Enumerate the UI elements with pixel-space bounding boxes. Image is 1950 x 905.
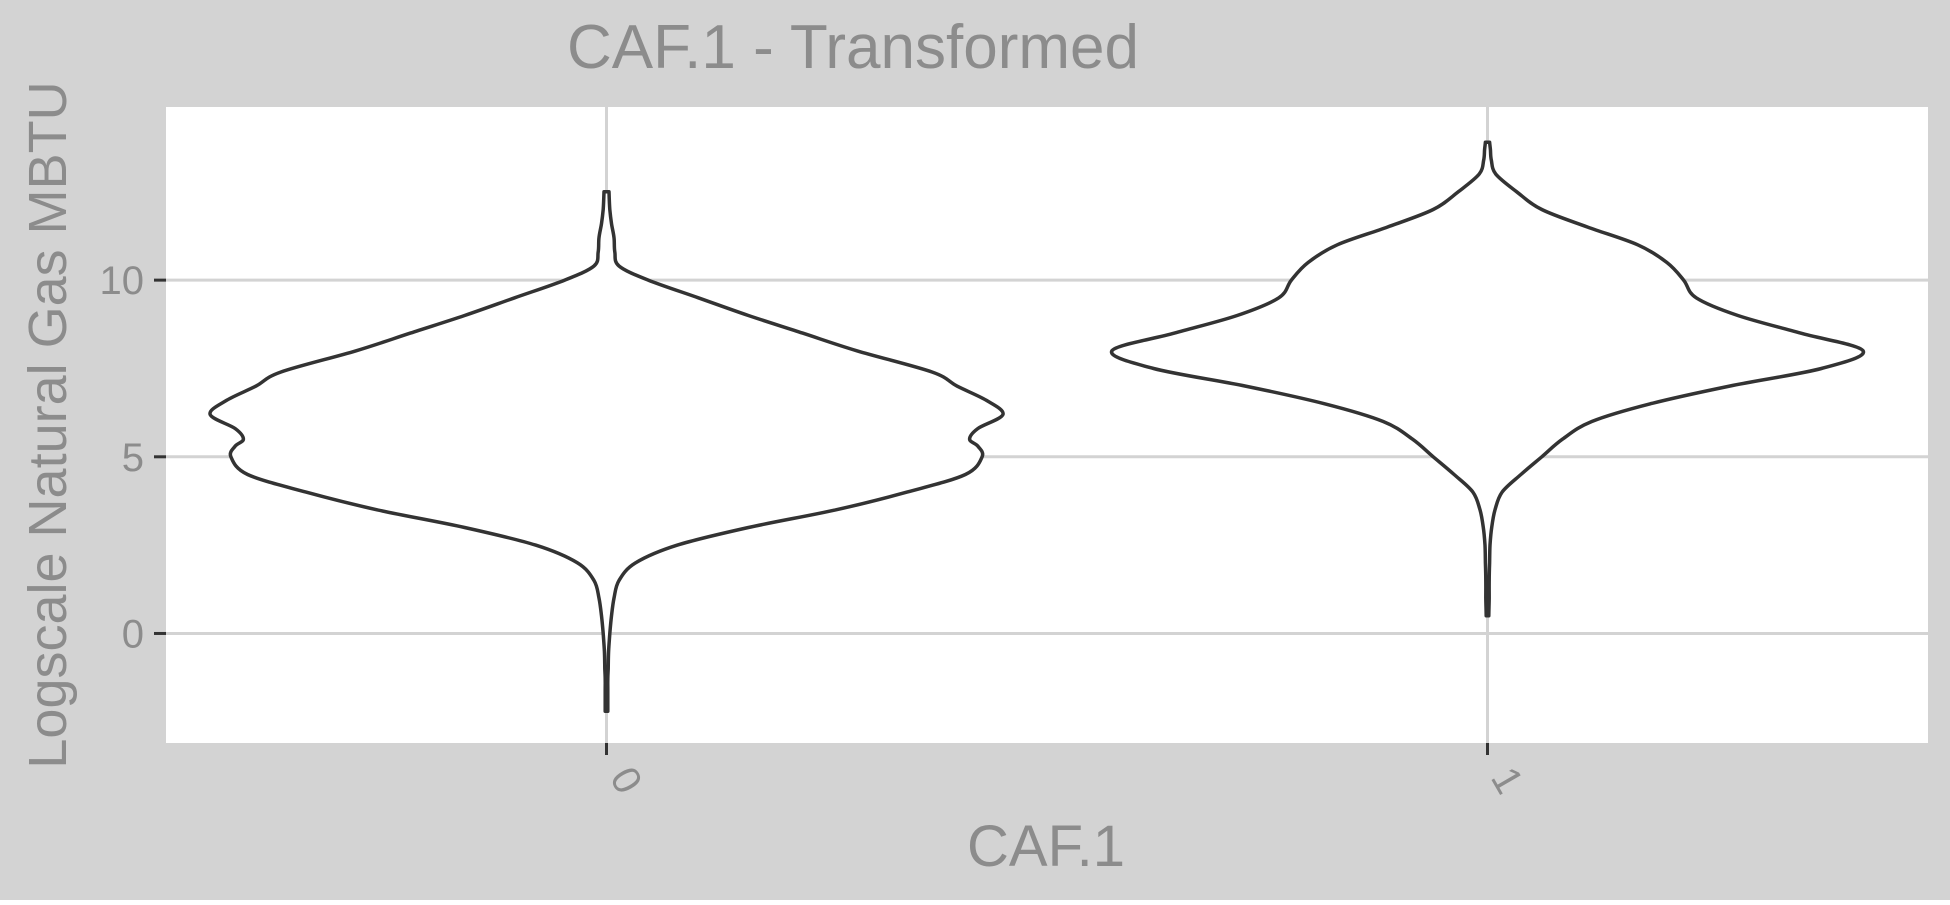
y-tick-label: 5	[122, 436, 144, 480]
y-tick-label: 0	[122, 612, 144, 656]
violin-1	[1110, 140, 1865, 618]
chart-title: CAF.1 - Transformed	[567, 13, 1139, 82]
x-axis-label: CAF.1	[967, 814, 1125, 879]
y-axis-label: Logscale Natural Gas MBTU	[18, 81, 78, 768]
y-tick-label: 10	[100, 259, 145, 303]
violin-0	[208, 190, 1005, 713]
violins	[208, 140, 1865, 713]
